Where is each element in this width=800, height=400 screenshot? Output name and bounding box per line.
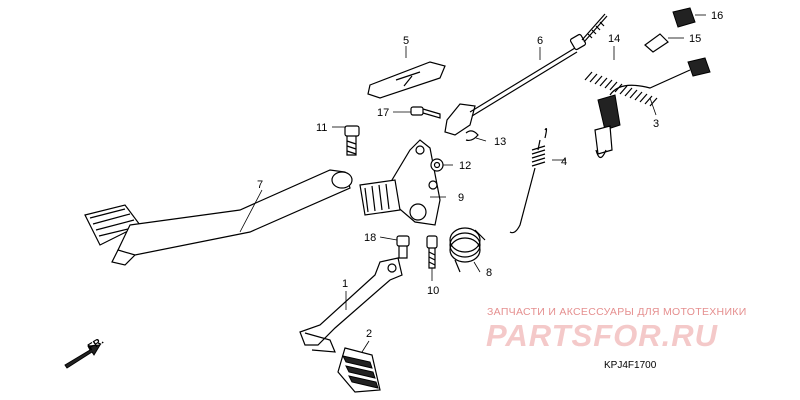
callout-2: 2: [366, 328, 372, 340]
callout-5: 5: [403, 35, 409, 47]
brake-pedal[interactable]: [84, 169, 353, 266]
return-spring-part-8[interactable]: [449, 227, 486, 273]
spring-part-14[interactable]: [584, 71, 658, 107]
rubber-pad-part-5[interactable]: [367, 61, 446, 99]
callout-9: 9: [458, 192, 464, 204]
callout-8: 8: [486, 267, 492, 279]
callout-4: 4: [561, 156, 567, 168]
bolt-part-18[interactable]: [396, 235, 410, 259]
brake-rod-part-6[interactable]: [444, 13, 608, 136]
callout-16: 16: [711, 10, 723, 22]
callout-1: 1: [342, 278, 348, 290]
callout-17: 17: [377, 107, 389, 119]
brake-arm-part-9[interactable]: [359, 139, 441, 226]
callout-13: 13: [494, 136, 506, 148]
callout-7: 7: [257, 179, 263, 191]
nut-part-12[interactable]: [430, 158, 444, 172]
callout-11: 11: [316, 122, 327, 134]
boot-part-15[interactable]: [644, 33, 669, 53]
callout-3: 3: [653, 118, 659, 130]
pin-part-13[interactable]: [465, 130, 479, 142]
cap-part-16[interactable]: [672, 7, 696, 28]
bolt-part-10[interactable]: [426, 235, 438, 269]
watermark-logo: PARTSFOR.RU: [486, 318, 719, 353]
callout-15: 15: [689, 33, 701, 45]
diagram-code: KPJ4F1700: [604, 360, 657, 371]
shift-lever-part-1[interactable]: [299, 257, 403, 353]
bolt-part-17[interactable]: [410, 106, 441, 119]
callout-12: 12: [459, 160, 471, 172]
callout-6: 6: [537, 35, 543, 47]
leader-lines: [239, 14, 706, 353]
shift-rubber-part-2[interactable]: [337, 347, 381, 393]
brake-switch-part-3[interactable]: [594, 57, 711, 159]
callout-18: 18: [364, 232, 376, 244]
bolt-part-11[interactable]: [344, 125, 360, 156]
watermark-subtitle: ЗАПЧАСТИ И АКСЕССУАРЫ ДЛЯ МОТОТЕХНИКИ: [487, 306, 747, 318]
spring-part-4[interactable]: [509, 128, 548, 234]
front-arrow-icon: [64, 344, 101, 369]
callout-14: 14: [608, 33, 620, 45]
callout-10: 10: [427, 285, 439, 297]
